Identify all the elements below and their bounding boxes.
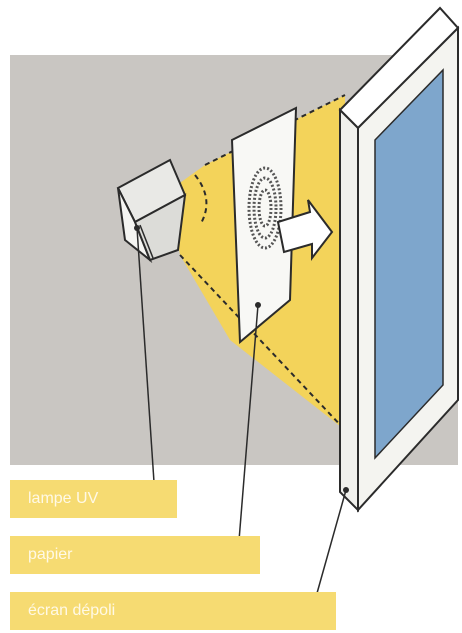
label-paper: papier [10, 536, 260, 574]
label-paper-text: papier [28, 546, 72, 564]
label-screen: écran dépoli [10, 592, 336, 630]
label-screen-text: écran dépoli [28, 602, 115, 620]
label-uv-lamp: lampe UV [10, 480, 177, 518]
leader-dot-lamp [134, 225, 140, 231]
label-uv-lamp-text: lampe UV [28, 490, 98, 508]
leader-dot-paper [255, 302, 261, 308]
leader-dot-screen [343, 487, 349, 493]
